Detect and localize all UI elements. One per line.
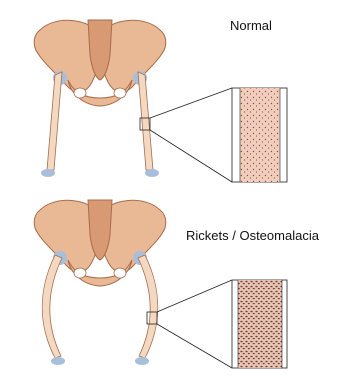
normal-callout (140, 88, 232, 182)
rickets-bone-section (232, 280, 287, 368)
rickets-pelvis (34, 200, 166, 365)
normal-bone-section (232, 88, 287, 182)
normal-pelvis (34, 20, 166, 177)
rickets-callout (147, 280, 232, 368)
